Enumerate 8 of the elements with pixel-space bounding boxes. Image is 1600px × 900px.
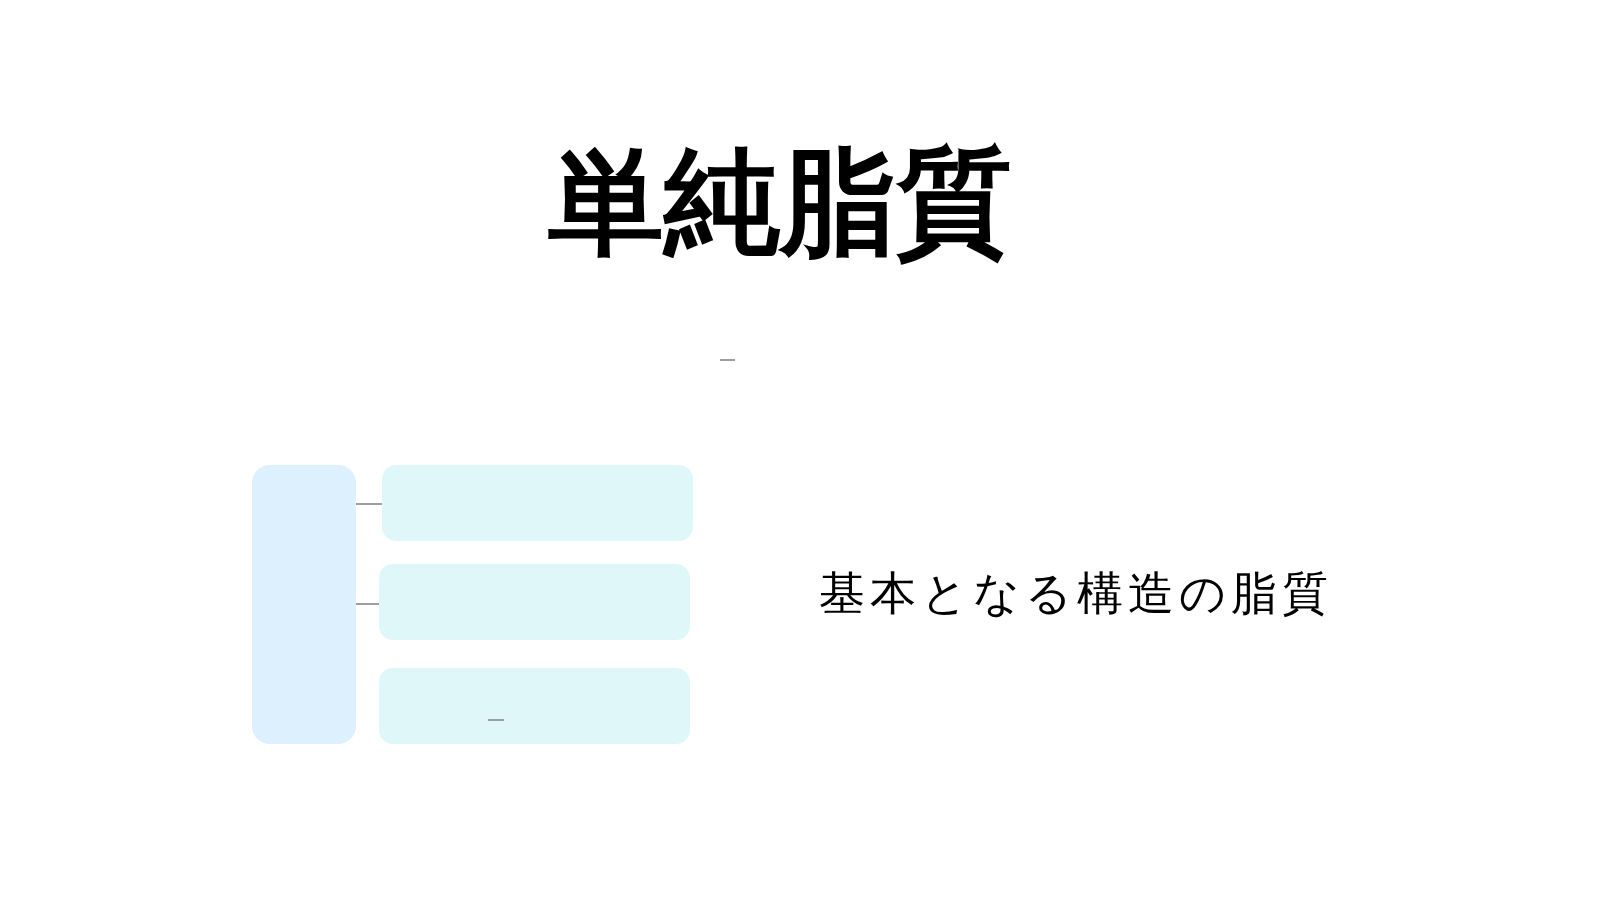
rounded-box xyxy=(379,564,690,640)
rounded-box xyxy=(379,668,690,744)
title: 単純脂質 xyxy=(548,141,1012,263)
connector-line xyxy=(355,603,380,605)
rounded-box xyxy=(252,465,356,744)
connector-line xyxy=(355,503,383,505)
description-text: 基本となる構造の脂質 xyxy=(819,568,1333,619)
rounded-box xyxy=(382,465,693,541)
